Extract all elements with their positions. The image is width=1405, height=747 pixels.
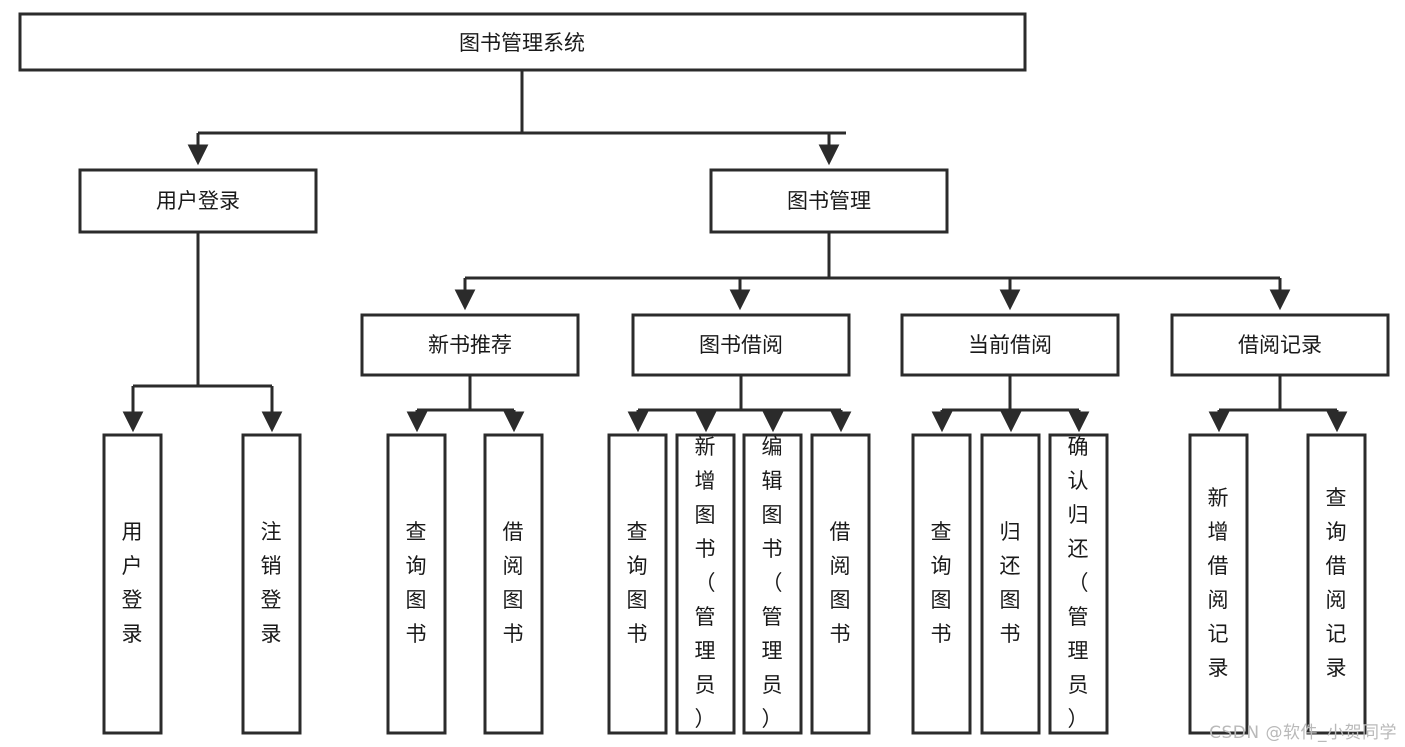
leaf-borrow-borrow-book[interactable]: 借阅图书 [810, 433, 871, 735]
leaf-borrow-edit-book-admin[interactable]: 编辑图书（管理员） [742, 433, 803, 735]
leaf-borrow-edit-book-admin-label: 编辑图书（管理员） [762, 435, 783, 731]
node-book-borrow-label: 图书借阅 [699, 333, 783, 357]
node-new-book-recommend-label: 新书推荐 [428, 333, 512, 357]
leaf-newbook-query-book-label: 查询图书 [406, 520, 427, 646]
leaf-user-login-label: 用户登录 [122, 520, 143, 646]
leaf-current-return-book-label: 归还图书 [1000, 520, 1021, 646]
node-book-borrow[interactable]: 图书借阅 [631, 313, 851, 377]
node-user-login[interactable]: 用户登录 [78, 168, 318, 234]
leaf-newbook-borrow-book-label: 借阅图书 [503, 520, 524, 646]
leaf-current-confirm-return-admin[interactable]: 确认归还（管理员） [1048, 433, 1109, 735]
node-borrow-record[interactable]: 借阅记录 [1170, 313, 1390, 377]
node-book-management-label: 图书管理 [787, 189, 871, 213]
node-root-label: 图书管理系统 [459, 31, 585, 55]
leaf-user-login[interactable]: 用户登录 [102, 433, 163, 735]
edges-record-to-leaves [1208, 375, 1348, 433]
node-user-login-label: 用户登录 [156, 189, 240, 213]
leaf-record-query-borrow-record-label: 查询借阅记录 [1326, 486, 1347, 680]
node-new-book-recommend[interactable]: 新书推荐 [360, 313, 580, 377]
leaf-record-add-borrow-record-label: 新增借阅记录 [1208, 486, 1229, 680]
leaf-borrow-add-book-admin-label: 新增图书（管理员） [695, 435, 716, 731]
edges-login-to-leaves [122, 232, 283, 433]
node-current-borrow[interactable]: 当前借阅 [900, 313, 1120, 377]
leaf-borrow-query-book-label: 查询图书 [627, 520, 648, 646]
node-book-management[interactable]: 图书管理 [709, 168, 949, 234]
leaf-logout-label: 注销登录 [261, 520, 282, 646]
leaf-record-add-borrow-record[interactable]: 新增借阅记录 [1188, 433, 1249, 735]
leaf-newbook-query-book[interactable]: 查询图书 [386, 433, 447, 735]
leaf-borrow-query-book[interactable]: 查询图书 [607, 433, 668, 735]
node-root[interactable]: 图书管理系统 [18, 12, 1027, 72]
leaf-current-query-book-label: 查询图书 [931, 520, 952, 646]
leaf-borrow-add-book-admin[interactable]: 新增图书（管理员） [675, 433, 736, 735]
leaf-borrow-borrow-book-label: 借阅图书 [830, 520, 851, 646]
leaf-current-confirm-return-admin-label: 确认归还（管理员） [1068, 435, 1089, 731]
edges-newbook-to-leaves [406, 375, 525, 433]
edges-bookmgmt-to-level3 [454, 232, 1291, 311]
node-current-borrow-label: 当前借阅 [968, 333, 1052, 357]
edges-root-to-level2 [187, 70, 846, 166]
leaf-current-return-book[interactable]: 归还图书 [980, 433, 1041, 735]
edges-borrow-to-leaves [627, 375, 852, 433]
leaf-current-query-book[interactable]: 查询图书 [911, 433, 972, 735]
node-borrow-record-label: 借阅记录 [1238, 333, 1322, 357]
leaf-newbook-borrow-book[interactable]: 借阅图书 [483, 433, 544, 735]
edges-current-to-leaves [931, 375, 1090, 433]
leaf-logout[interactable]: 注销登录 [241, 433, 302, 735]
leaf-record-query-borrow-record[interactable]: 查询借阅记录 [1306, 433, 1367, 735]
